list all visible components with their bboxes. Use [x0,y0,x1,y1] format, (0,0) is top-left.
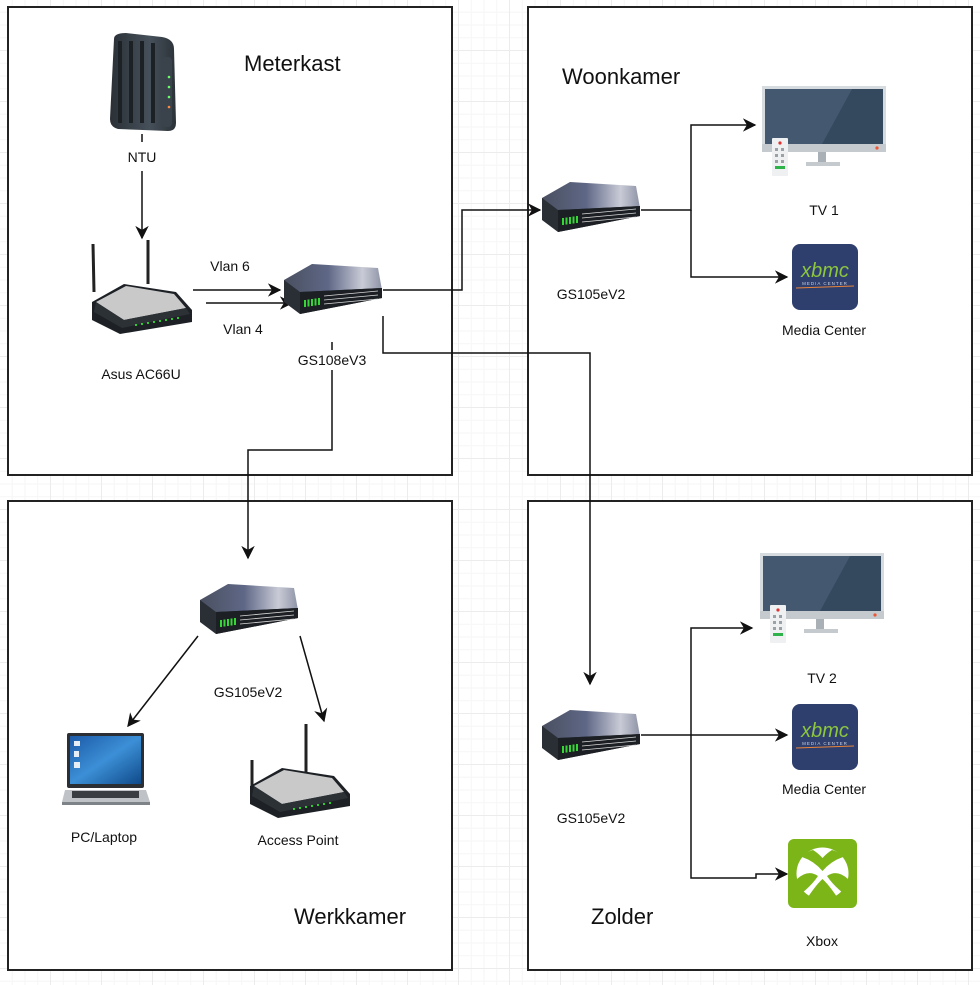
wireless-router-icon[interactable] [248,724,352,824]
tv2-label: TV 2 [807,670,837,686]
vlan6-label: Vlan 6 [210,258,250,274]
laptop-label: PC/Laptop [70,829,138,845]
network-switch-icon[interactable] [540,180,642,241]
svg-text:MEDIA CENTER: MEDIA CENTER [802,741,848,746]
network-switch-icon[interactable] [540,708,642,769]
ntu-label: NTU [127,149,157,165]
zolder-switch-label: GS105eV2 [556,810,626,826]
media-center-2-label: Media Center [781,781,867,797]
tv-icon[interactable] [760,553,884,650]
tv-icon[interactable] [762,86,886,183]
room-title-werkkamer: Werkkamer [294,904,407,929]
vlan4-label: Vlan 4 [223,321,263,337]
svg-text:xbmc: xbmc [800,720,849,742]
network-switch-icon[interactable] [198,582,300,643]
svg-text:xbmc: xbmc [800,260,849,282]
woonkamer-switch-label: GS105eV2 [556,286,626,302]
svg-text:MEDIA CENTER: MEDIA CENTER [802,281,848,286]
access-point-label: Access Point [257,832,339,848]
router-label: Asus AC66U [101,366,181,382]
media-center-1-label: Media Center [781,322,867,338]
tv1-label: TV 1 [809,202,839,218]
room-title-meterkast: Meterkast [244,51,341,76]
room-title-zolder: Zolder [591,904,654,929]
xbmc-icon[interactable]: xbmc MEDIA CENTER [792,244,858,315]
room-title-woonkamer: Woonkamer [562,64,681,89]
modem-icon[interactable] [104,31,180,135]
werkkamer-switch-label: GS105eV2 [213,684,283,700]
laptop-icon[interactable] [62,733,150,806]
xbox-label: Xbox [806,933,838,949]
room-meterkast[interactable] [7,6,453,476]
xbmc-icon[interactable]: xbmc MEDIA CENTER [792,704,858,775]
core-switch-label: GS108eV3 [295,352,369,368]
xbox-icon[interactable] [788,839,857,908]
network-switch-icon[interactable] [282,262,384,323]
wireless-router-icon[interactable] [90,240,194,340]
